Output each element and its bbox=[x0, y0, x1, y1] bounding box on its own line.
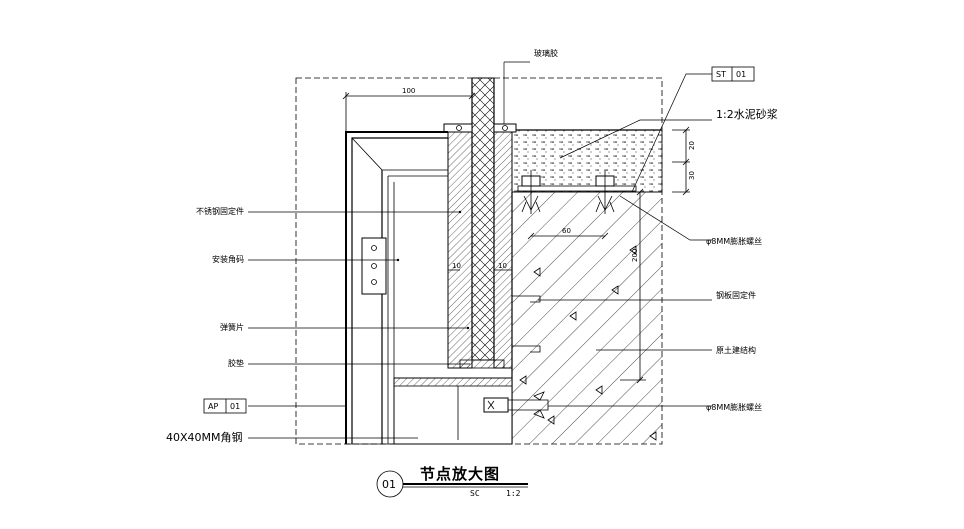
title-block bbox=[376, 470, 528, 498]
label-steel-fixing: 钢板固定件 bbox=[716, 290, 756, 300]
label-bolt-upper: φ8MM膨胀螺丝 bbox=[706, 236, 762, 246]
dim-100: 100 bbox=[402, 87, 415, 95]
dim-60: 60 bbox=[562, 227, 571, 235]
lower-expansion-bolt bbox=[483, 391, 549, 419]
dimensions bbox=[342, 92, 690, 384]
tag-left-number: 01 bbox=[230, 402, 240, 411]
tag-left-code: AP bbox=[208, 402, 218, 411]
label-mortar: 1:2水泥砂浆 bbox=[716, 107, 778, 121]
mounting-bracket bbox=[361, 237, 387, 295]
title-scale: 1:2 bbox=[506, 489, 521, 498]
glass-panel bbox=[471, 77, 495, 361]
tag-right-number: 01 bbox=[736, 70, 746, 79]
steel-plate bbox=[517, 185, 637, 192]
title-text: 节点放大图 bbox=[420, 465, 500, 483]
label-angle-steel: 40X40MM角钢 bbox=[166, 431, 243, 444]
label-pad: 胶垫 bbox=[228, 358, 244, 368]
dim-200: 200 bbox=[631, 249, 639, 262]
label-bracket: 安装角码 bbox=[212, 254, 244, 264]
dim-30: 30 bbox=[688, 171, 696, 180]
dim-10-left: 10 bbox=[452, 262, 461, 270]
leader-lines bbox=[248, 61, 712, 439]
title-number: 01 bbox=[382, 478, 396, 491]
label-spring: 弹簧片 bbox=[220, 322, 244, 332]
steel-fixing-clips bbox=[511, 295, 541, 353]
tag-box-right bbox=[711, 66, 755, 82]
tag-box-left bbox=[203, 398, 247, 414]
dim-20: 20 bbox=[688, 141, 696, 150]
label-concrete: 原土建结构 bbox=[716, 345, 756, 355]
label-top: 玻璃胶 bbox=[534, 48, 558, 58]
dim-10-right: 10 bbox=[498, 262, 507, 270]
tag-right-code: ST bbox=[716, 70, 726, 79]
label-bolt-lower: φ8MM膨胀螺丝 bbox=[706, 402, 762, 412]
title-sc: SC bbox=[470, 489, 480, 498]
upper-expansion-bolts bbox=[521, 170, 615, 214]
label-stainless: 不锈钢固定件 bbox=[196, 206, 244, 216]
